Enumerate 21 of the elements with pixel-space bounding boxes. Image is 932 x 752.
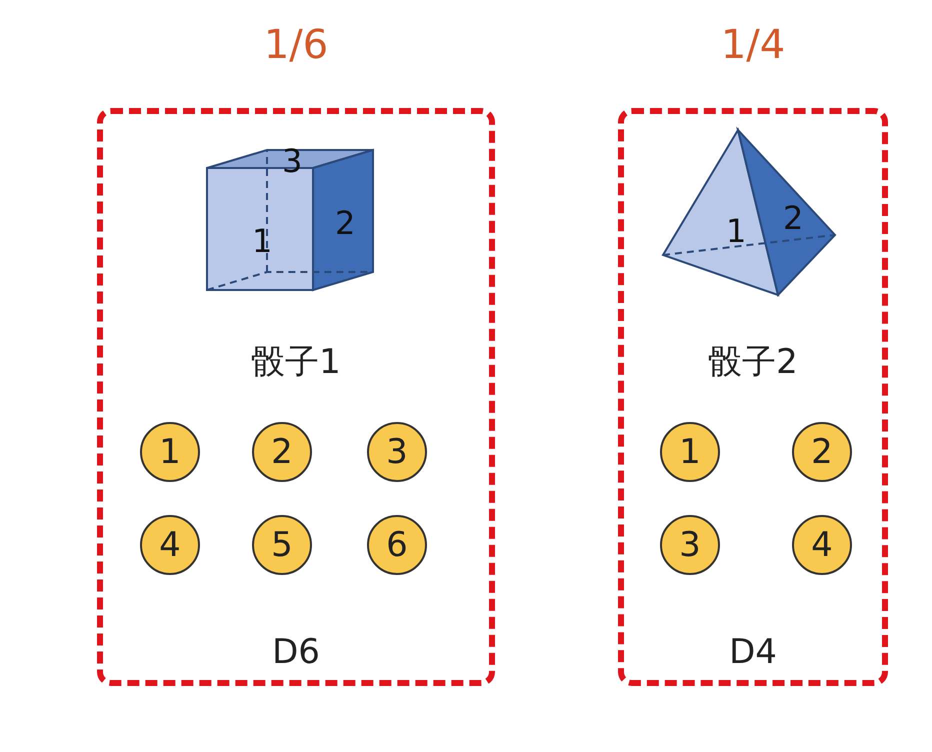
dice-name: 骰子2 bbox=[707, 341, 799, 384]
face-number: 1 bbox=[252, 223, 272, 259]
face-number: 1 bbox=[726, 213, 746, 249]
dice-name: 骰子1 bbox=[250, 341, 342, 384]
dice-type: D4 bbox=[728, 631, 778, 674]
number-coin: 1 bbox=[140, 422, 200, 482]
probability-label: 1/4 bbox=[720, 21, 786, 70]
number-coin: 5 bbox=[252, 515, 312, 575]
number-coin: 3 bbox=[660, 515, 720, 575]
number-coin: 1 bbox=[660, 422, 720, 482]
number-coin: 3 bbox=[367, 422, 427, 482]
number-coin: 4 bbox=[792, 515, 852, 575]
dice-type: D6 bbox=[271, 631, 321, 674]
face-number: 3 bbox=[282, 143, 302, 179]
number-coin: 6 bbox=[367, 515, 427, 575]
probability-label: 1/6 bbox=[262, 21, 330, 70]
number-coin: 2 bbox=[252, 422, 312, 482]
number-coin: 4 bbox=[140, 515, 200, 575]
number-coin: 2 bbox=[792, 422, 852, 482]
face-number: 2 bbox=[783, 200, 804, 236]
face-number: 2 bbox=[335, 205, 356, 241]
